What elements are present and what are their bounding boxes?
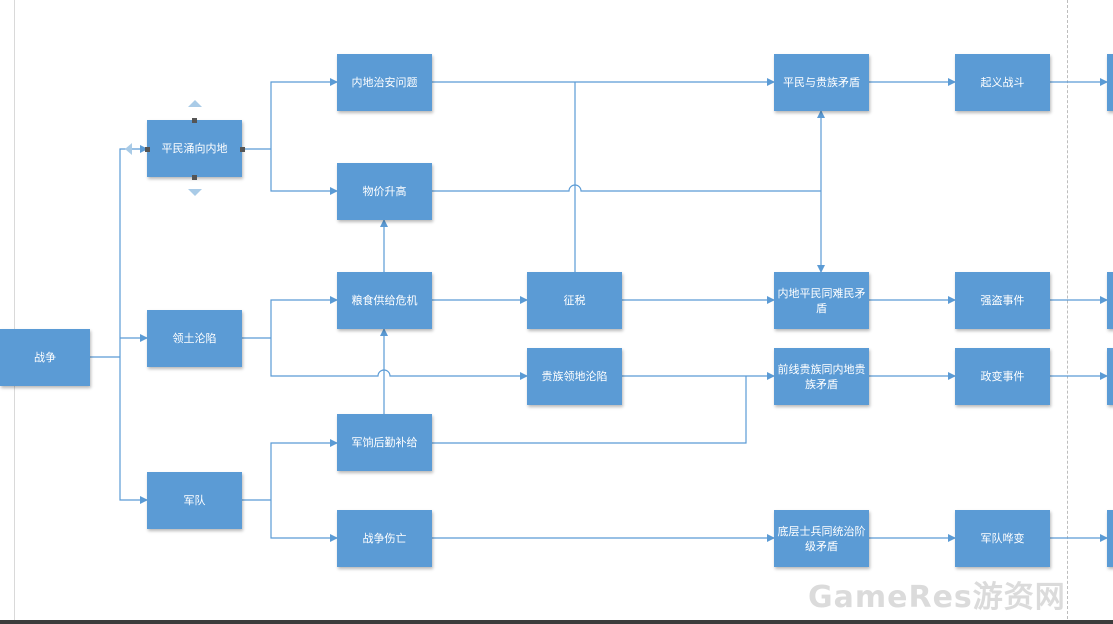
node-uprising[interactable]: 起义战斗 [955, 54, 1050, 111]
quick-connect-up-arrow-icon[interactable] [188, 100, 202, 107]
connector-price-to-junction[interactable] [432, 184, 821, 192]
node-frontline-noble-conflict[interactable]: 前线贵族同内地贵族矛盾 [774, 348, 869, 405]
node-price-rise[interactable]: 物价升高 [337, 163, 432, 220]
node-coup-event[interactable]: 政变事件 [955, 348, 1050, 405]
connector-army-to-logistics[interactable] [270, 439, 338, 500]
connector-war-to-civilians[interactable] [119, 145, 148, 357]
node-taxation[interactable]: 征税 [527, 272, 622, 329]
selection-handle-top[interactable] [192, 118, 197, 123]
page-border-left [14, 0, 15, 624]
connector-logistics-to-frontline[interactable] [432, 376, 747, 444]
quick-connect-left-arrow-icon[interactable] [125, 143, 132, 155]
connector-army-to-casualties[interactable] [270, 500, 338, 542]
node-offscreen-4[interactable] [1107, 510, 1113, 567]
node-inland-refugee-conflict[interactable]: 内地平民同难民矛盾 [774, 272, 869, 329]
node-army[interactable]: 军队 [147, 472, 242, 529]
quick-connect-down-arrow-icon[interactable] [188, 189, 202, 196]
selection-handle-left[interactable] [145, 147, 150, 152]
node-civilians-flood-inland[interactable]: 平民涌向内地 [147, 120, 242, 177]
connector-territory-to-noble-land[interactable] [270, 338, 528, 380]
node-army-mutiny[interactable]: 军队哗变 [955, 510, 1050, 567]
node-offscreen-3[interactable] [1107, 348, 1113, 405]
node-territory-fall[interactable]: 领土沦陷 [147, 310, 242, 367]
watermark-logo: GameRes游资网 [808, 580, 1066, 615]
node-inland-security[interactable]: 内地治安问题 [337, 54, 432, 111]
node-offscreen-2[interactable] [1107, 272, 1113, 329]
connector-territory-to-grain[interactable] [270, 296, 338, 338]
page-break-guide [1067, 0, 1068, 624]
node-soldier-ruler-conflict[interactable]: 底层士兵同统治阶级矛盾 [774, 510, 869, 567]
node-grain-crisis[interactable]: 粮食供给危机 [337, 272, 432, 329]
node-bandit-event[interactable]: 强盗事件 [955, 272, 1050, 329]
node-offscreen-1[interactable] [1107, 54, 1113, 111]
selection-handle-right[interactable] [240, 147, 245, 152]
node-war-casualties[interactable]: 战争伤亡 [337, 510, 432, 567]
selection-handle-bottom[interactable] [192, 175, 197, 180]
node-noble-land-fall[interactable]: 贵族领地沦陷 [527, 348, 622, 405]
connector-civilians-to-security[interactable] [270, 78, 338, 149]
page-border-bottom [0, 620, 1113, 624]
connector-civilians-to-price[interactable] [270, 149, 338, 195]
node-war[interactable]: 战争 [0, 329, 90, 386]
node-civilian-noble-conflict[interactable]: 平民与贵族矛盾 [774, 54, 869, 111]
node-military-logistics[interactable]: 军饷后勤补给 [337, 414, 432, 471]
connector-war-to-army[interactable] [119, 357, 148, 504]
